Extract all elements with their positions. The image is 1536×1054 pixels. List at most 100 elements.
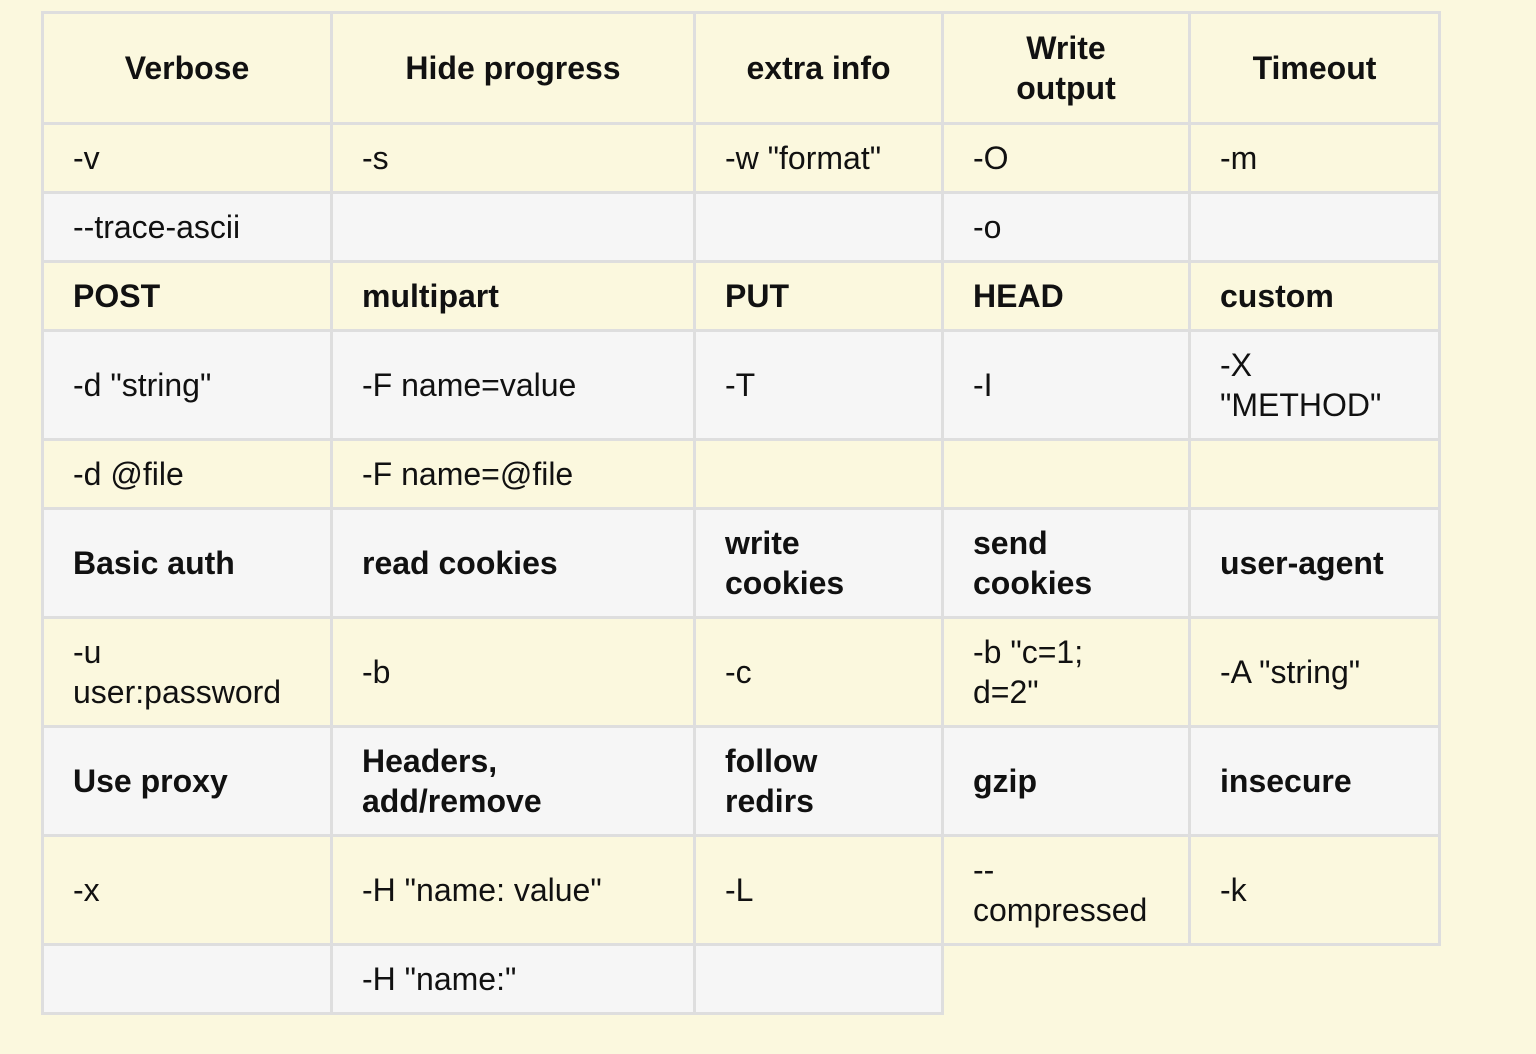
table-header-cell: PUT [693, 260, 944, 332]
cell-text: -m [1220, 140, 1258, 176]
table-cell: -b "c=1;d=2" [941, 616, 1191, 728]
cell-text: -F name=@file [362, 456, 574, 492]
table-header-cell: Verbose [41, 11, 333, 125]
table-cell [693, 943, 944, 1015]
cell-text: -F name=value [362, 367, 577, 403]
table-cell: -H "name: value" [330, 834, 696, 946]
table-cell: -I [941, 329, 1191, 441]
cell-text: -d "string" [73, 367, 212, 403]
table-cell [941, 438, 1191, 510]
cell-text: -w "format" [725, 140, 882, 176]
table-cell [693, 438, 944, 510]
table-header-cell: Use proxy [41, 725, 333, 837]
table-cell: -o [941, 191, 1191, 263]
table-header-cell: user-agent [1188, 507, 1441, 619]
cell-text: extra info [746, 50, 891, 86]
table-cell: -A "string" [1188, 616, 1441, 728]
table-cell [330, 191, 696, 263]
table-cell: -d @file [41, 438, 333, 510]
table-cell: -v [41, 122, 333, 194]
table-header-cell: read cookies [330, 507, 696, 619]
cell-text: Timeout [1252, 50, 1377, 86]
cell-text: Hide progress [405, 50, 621, 86]
cell-text: multipart [362, 278, 499, 314]
cell-text: PUT [725, 278, 789, 314]
table-cell [942, 944, 1190, 1014]
cell-text: -c [725, 654, 752, 690]
cell-text: -A "string" [1220, 654, 1361, 690]
cell-text: -o [973, 209, 1002, 245]
cell-text: Verbose [124, 50, 250, 86]
table-cell: -O [941, 122, 1191, 194]
cell-text: -T [725, 367, 756, 403]
cell-text: -x [73, 872, 100, 908]
table-cell: --compressed [941, 834, 1191, 946]
table-cell: --trace-ascii [41, 191, 333, 263]
table-header-cell: insecure [1188, 725, 1441, 837]
table-cell: -X"METHOD" [1188, 329, 1441, 441]
table-cell: -s [330, 122, 696, 194]
cell-text: -H "name:" [362, 961, 517, 997]
table-cell [1188, 438, 1441, 510]
table-row: -H "name:" [41, 943, 1440, 1015]
cell-text: -H "name: value" [362, 872, 602, 908]
table-row: POST multipart PUT HEAD custom [41, 260, 1441, 332]
table-cell: -b [330, 616, 696, 728]
cell-text: -b "c=1;d=2" [973, 634, 1084, 710]
table-cell: -w "format" [693, 122, 944, 194]
cell-text: gzip [973, 763, 1037, 799]
table-row: --trace-ascii -o [41, 191, 1441, 263]
table-cell: -L [693, 834, 944, 946]
cell-text: -k [1220, 872, 1247, 908]
table-header-cell: gzip [941, 725, 1191, 837]
table-header-cell: Hide progress [330, 11, 696, 125]
table-row: -d "string" -F name=value -T -I -X"METHOD" [41, 329, 1441, 441]
cell-text: custom [1220, 278, 1334, 314]
cell-text: HEAD [973, 278, 1064, 314]
cell-text: -I [973, 367, 993, 403]
cell-text: -d @file [73, 456, 184, 492]
table-cell: -c [693, 616, 944, 728]
table-cell [693, 191, 944, 263]
table-row: -d @file -F name=@file [41, 438, 1441, 510]
table-cell: -H "name:" [330, 943, 696, 1015]
table-header-cell: custom [1188, 260, 1441, 332]
cell-text: user-agent [1220, 545, 1384, 581]
cell-text: -L [725, 872, 754, 908]
table-cell [41, 943, 333, 1015]
cell-text: Use proxy [73, 763, 228, 799]
table-row: -x -H "name: value" -L --compressed -k [41, 834, 1441, 946]
cell-text: -b [362, 654, 391, 690]
table-header-cell: Timeout [1188, 11, 1441, 125]
cell-text: -X"METHOD" [1220, 347, 1382, 423]
cell-text: -O [973, 140, 1009, 176]
table-cell: -x [41, 834, 333, 946]
table-header-cell: multipart [330, 260, 696, 332]
cell-text: --trace-ascii [73, 209, 241, 245]
table-cell: -m [1188, 122, 1441, 194]
table-cell [1189, 944, 1440, 1014]
table-row: -v-s -w "format" -O -m [41, 122, 1441, 194]
cell-text: insecure [1220, 763, 1352, 799]
table-cell: -k [1188, 834, 1441, 946]
table-header-cell: HEAD [941, 260, 1191, 332]
table-cell: -F name=@file [330, 438, 696, 510]
cell-text: --compressed [973, 852, 1148, 928]
table-header-cell: Basic auth [41, 507, 333, 619]
cell-text: POST [73, 278, 161, 314]
table-cell [1188, 191, 1441, 263]
